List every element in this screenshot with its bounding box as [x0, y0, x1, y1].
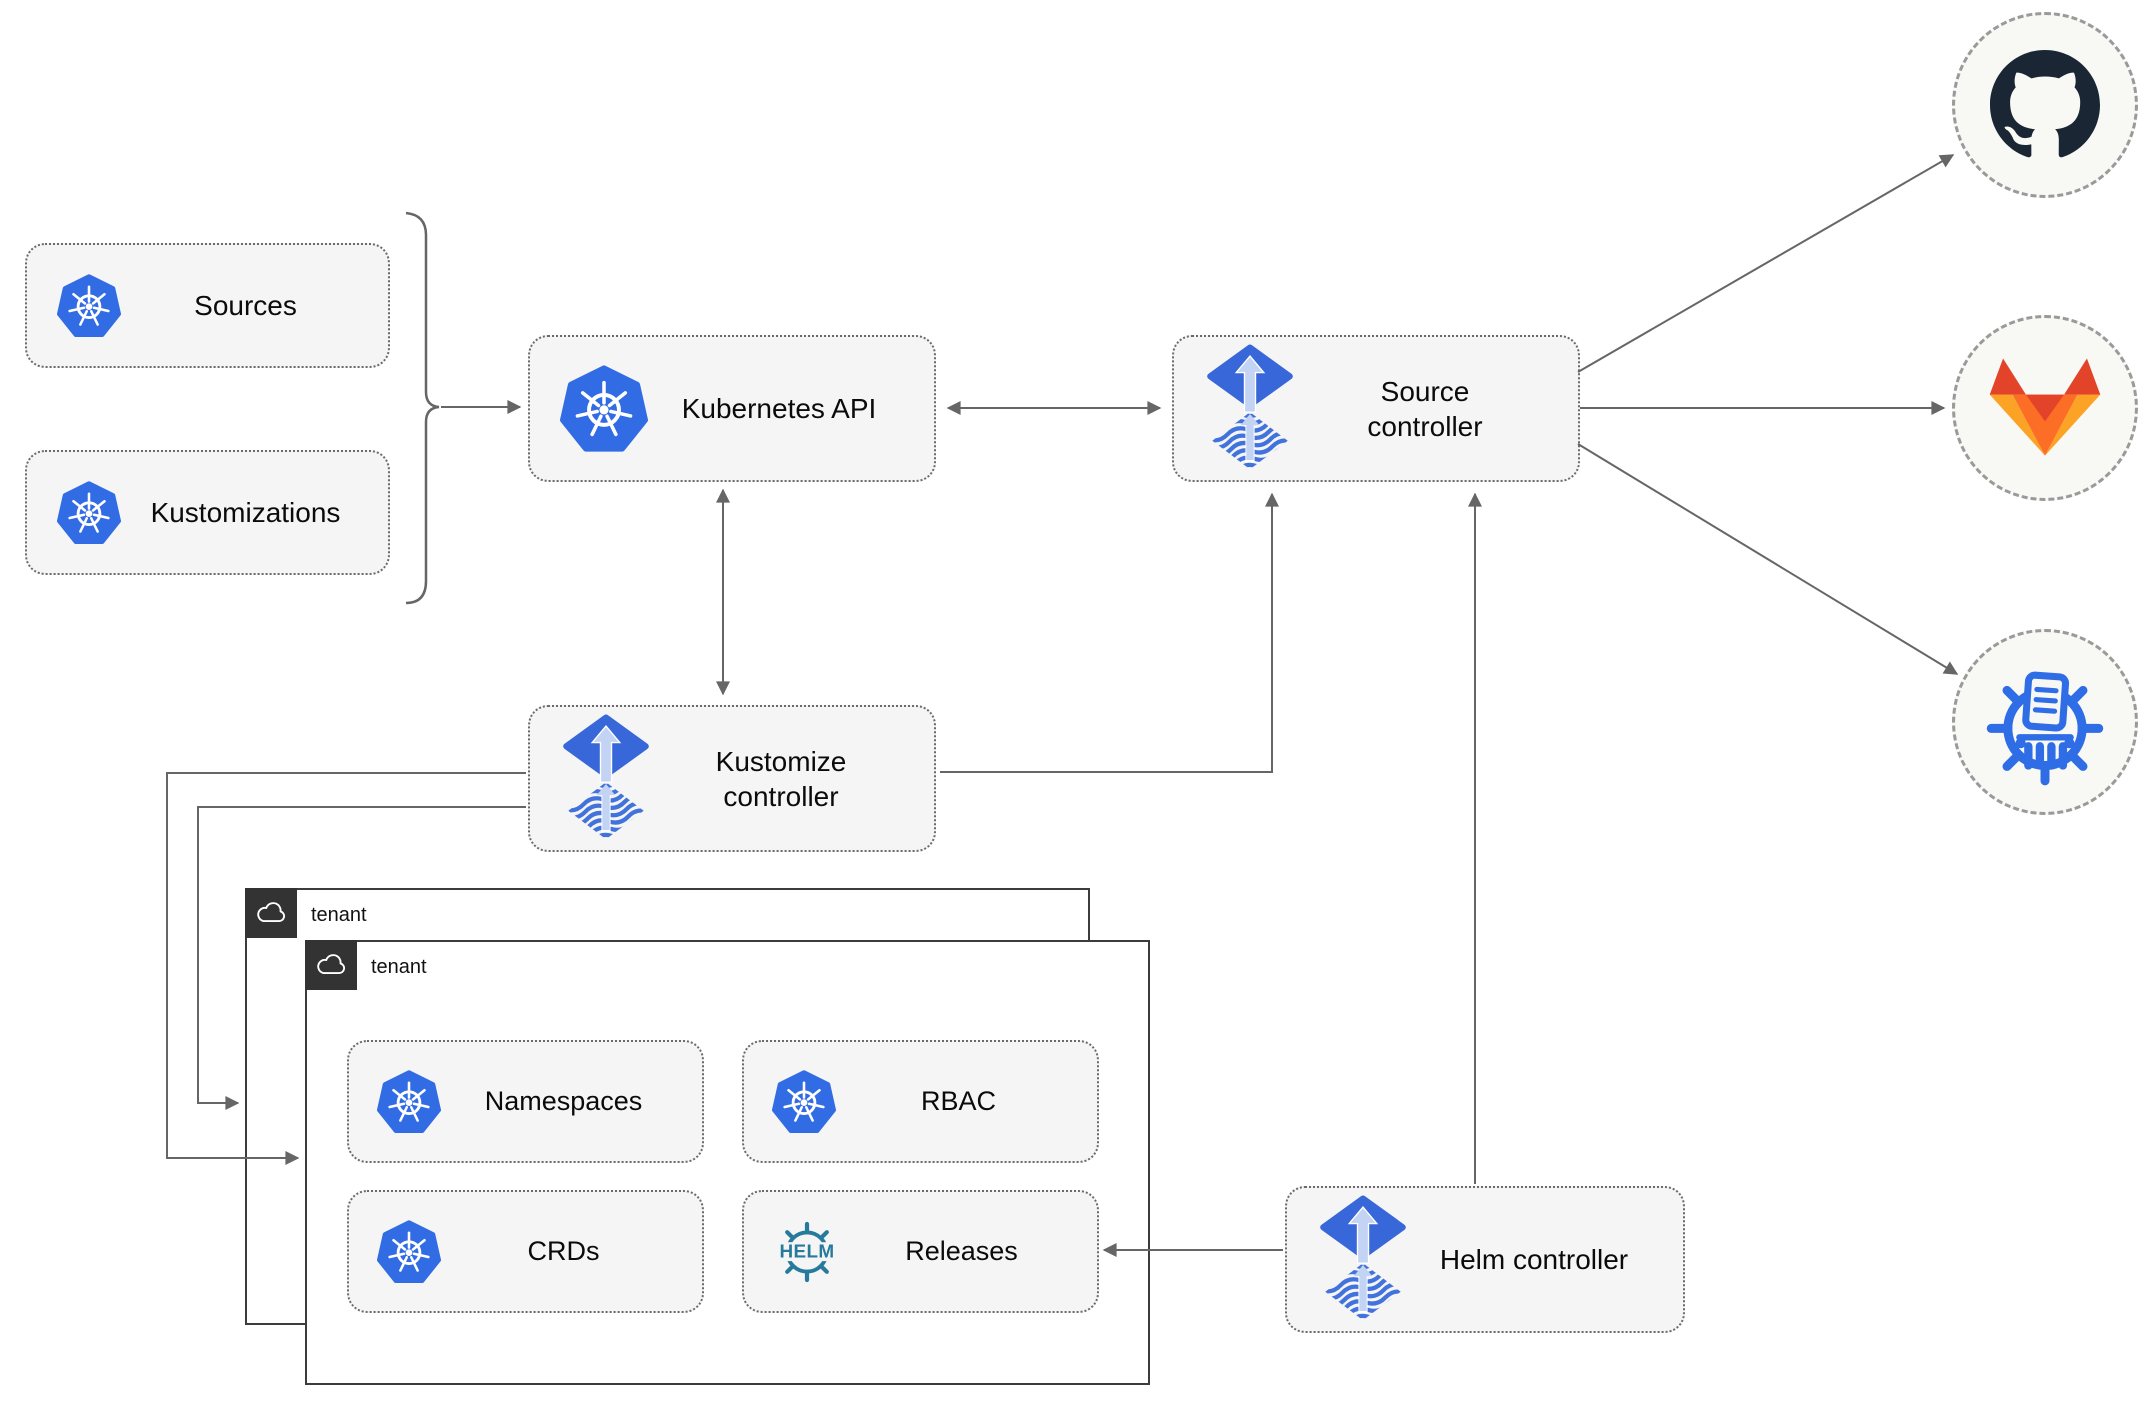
connector-sourcectrl-to-chartrepo: [1577, 443, 1959, 675]
flux-icon: [1204, 344, 1296, 473]
node-releases: HELM Releases: [742, 1190, 1099, 1313]
node-label: Source controller: [1367, 375, 1483, 442]
kubernetes-icon: [57, 274, 121, 338]
node-namespaces: Namespaces: [347, 1040, 704, 1163]
gitlab-icon: [1984, 347, 2106, 469]
tenant-label: tenant: [371, 956, 427, 978]
tenant-tab: [245, 888, 297, 938]
cloud-icon: [314, 954, 348, 977]
node-kubernetes-api: Kubernetes API: [528, 335, 936, 482]
node-label: Helm controller: [1439, 1244, 1629, 1275]
kubernetes-icon: [377, 1070, 441, 1134]
tenant-box-front: tenant Namespaces RBAC CRDs: [305, 940, 1150, 1385]
endpoint-chart-repository: [1952, 629, 2138, 815]
node-label: Namespaces: [484, 1085, 643, 1116]
node-label: Kustomize controller: [715, 745, 847, 812]
github-icon: [1990, 50, 2100, 160]
kubernetes-icon: [377, 1220, 441, 1284]
kubernetes-icon: [57, 481, 121, 545]
tenant-label: tenant: [311, 904, 367, 926]
cloud-icon: [254, 902, 288, 925]
helm-logo-text: HELM: [780, 1241, 835, 1262]
chartmuseum-icon: [1981, 658, 2109, 786]
node-kustomizations: Kustomizations: [25, 450, 390, 575]
node-label: Kubernetes API: [681, 393, 877, 424]
node-rbac: RBAC: [742, 1040, 1099, 1163]
node-sources: Sources: [25, 243, 390, 368]
kubernetes-icon: [772, 1070, 836, 1134]
endpoint-github: [1952, 12, 2138, 198]
node-crds: CRDs: [347, 1190, 704, 1313]
connector-kustomizectrl-to-sourcectrl: [940, 492, 1279, 773]
kubernetes-icon: [560, 365, 648, 453]
endpoint-gitlab: [1952, 315, 2138, 501]
helm-icon: HELM: [772, 1217, 842, 1287]
node-label: Releases: [905, 1235, 1018, 1266]
node-label: Kustomizations: [150, 497, 341, 528]
flux-icon: [1317, 1195, 1409, 1324]
node-source-controller: Source controller: [1172, 335, 1580, 482]
connector-sourcectrl-to-github: [1577, 154, 1955, 373]
brace-sources-group: [405, 211, 440, 605]
node-helm-controller: Helm controller: [1285, 1186, 1685, 1333]
node-label: RBAC: [920, 1085, 996, 1116]
node-label: CRDs: [527, 1235, 600, 1266]
node-kustomize-controller: Kustomize controller: [528, 705, 936, 852]
node-label: Sources: [194, 290, 297, 321]
tenant-tab: [305, 940, 357, 990]
flux-icon: [560, 714, 652, 843]
